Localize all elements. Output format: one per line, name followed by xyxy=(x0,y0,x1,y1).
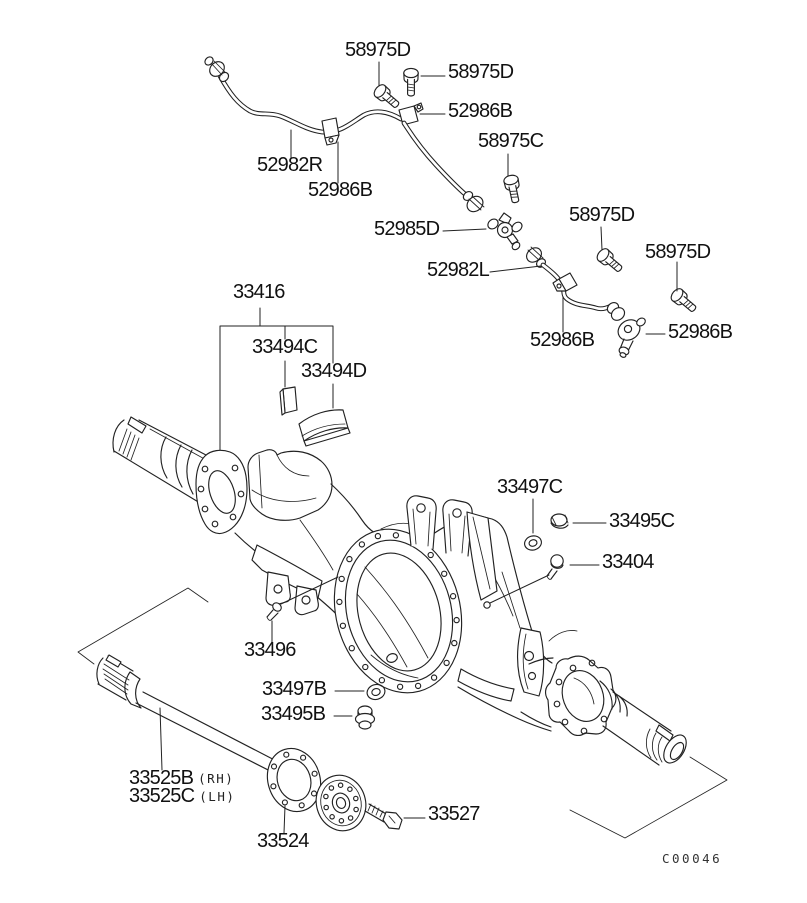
part-label-52986B-b: 52986B xyxy=(308,179,373,201)
plug-hole-33404 xyxy=(483,601,491,609)
part-label-qualifier: (LH) xyxy=(199,788,236,804)
part-label-33496: 33496 xyxy=(244,639,296,661)
index-bracket-33416 xyxy=(219,307,351,451)
part-label-52986B-c: 52986B xyxy=(530,329,595,351)
part-label-52982R: 52982R xyxy=(257,154,323,176)
part-label-33416: 33416 xyxy=(233,281,285,303)
part-label-58975D-a: 58975D xyxy=(345,39,411,61)
brake-hose-52982L xyxy=(526,246,614,312)
part-label-52982L: 52982L xyxy=(427,259,490,281)
screw-33404 xyxy=(546,554,564,580)
pipe-clamp-52986B-2 xyxy=(398,102,424,126)
left-brake-flange xyxy=(195,449,248,535)
part-label-58975D-c: 58975D xyxy=(569,204,635,226)
part-label-52985D: 52985D xyxy=(374,218,440,240)
banjo-fitting-52986B xyxy=(606,301,646,358)
filler-plug-33495C xyxy=(550,513,569,529)
part-label-33495B: 33495B xyxy=(261,703,326,725)
part-label-33404: 33404 xyxy=(602,551,654,573)
hub-bolt-33527 xyxy=(364,803,403,830)
axle-housing xyxy=(112,416,687,766)
brake-pipe-52982R xyxy=(204,56,404,135)
drain-plug-33495B xyxy=(354,705,376,730)
brake-backing-plate-33524 xyxy=(266,747,322,813)
part-label-33525C: 33525C(LH) xyxy=(129,785,236,807)
shim-33494D xyxy=(298,409,351,447)
axle-shaft xyxy=(96,654,289,777)
gasket-33497B xyxy=(366,683,386,701)
part-label-58975D-d: 58975D xyxy=(645,241,711,263)
fasteners xyxy=(266,67,700,730)
lower-spring-bracket-right xyxy=(457,627,545,702)
left-axle-tube xyxy=(112,416,211,504)
gasket-33497C xyxy=(524,535,542,551)
part-label-33524: 33524 xyxy=(257,830,309,852)
part-label-52986B-d: 52986B xyxy=(668,321,733,343)
leader-lines xyxy=(159,61,678,834)
part-label-58975C: 58975C xyxy=(478,130,544,152)
wheel-hub-flange xyxy=(315,774,367,832)
differential-cover-ring xyxy=(333,522,463,694)
lower-spring-bracket-left xyxy=(251,544,323,616)
right-axle-tube xyxy=(520,630,687,766)
shim-33494C xyxy=(279,386,298,416)
brake-pipe-assembly xyxy=(204,56,646,358)
part-label-33525B: 33525B(RH) xyxy=(129,767,235,789)
pipe-clamp-52986B-1 xyxy=(321,117,340,146)
drawing-code: C00046 xyxy=(662,851,723,866)
spring-seat-bracket xyxy=(247,449,333,521)
witness-lines xyxy=(77,587,728,839)
pipe-clamp-52986B-3 xyxy=(552,272,578,292)
part-label-33494D: 33494D xyxy=(301,360,367,382)
three-way-connector-52985D xyxy=(487,212,523,251)
part-label-qualifier: (RH) xyxy=(198,770,235,786)
part-label-33527: 33527 xyxy=(428,803,480,825)
part-label-33497B: 33497B xyxy=(262,678,327,700)
part-label-58975D-b: 58975D xyxy=(448,61,514,83)
brake-hose-upper xyxy=(401,120,485,213)
axle-shaft-assembly xyxy=(96,654,403,832)
part-label-52986B-a: 52986B xyxy=(448,100,513,122)
part-label-33495C: 33495C xyxy=(609,510,675,532)
shock-mount-brackets xyxy=(406,495,498,609)
part-label-33494C: 33494C xyxy=(252,336,318,358)
part-label-33497C: 33497C xyxy=(497,476,563,498)
breather-33496 xyxy=(266,602,282,621)
